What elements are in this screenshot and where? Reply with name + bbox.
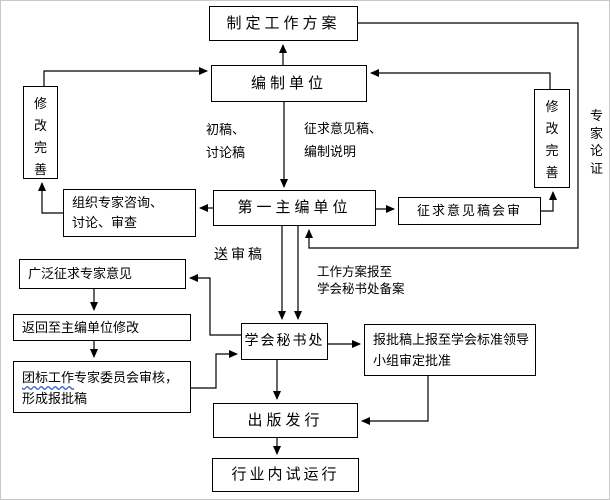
box-make-work-plan: 制定工作方案	[209, 6, 358, 41]
label-workplan-filing: 工作方案报至 学会秘书处备案	[317, 265, 405, 296]
box-industry-trial-run: 行业内试运行	[212, 458, 359, 492]
box-publish-issue: 出版发行	[213, 403, 358, 438]
box-society-secretariat: 学会秘书处	[241, 323, 328, 360]
edge-plan-to-chief-expert-review	[305, 22, 579, 249]
box-revise-improve-left-label: 修改完善	[33, 96, 47, 177]
label-expert-review: 专家论证	[590, 108, 604, 176]
box-organize-expert-consult: 组织专家咨询、 讨论、审查	[63, 189, 196, 237]
box-revise-improve-right-label: 修改完善	[545, 99, 559, 180]
box-committee-audit: 团标工作专家委员会审核，形成报批稿	[13, 361, 191, 413]
committee-wavy-text: 团标工作	[22, 370, 75, 385]
label-first-draft: 初稿、 讨论稿	[206, 122, 246, 160]
edge-consult-to-revise-left	[38, 182, 63, 214]
box-revise-improve-left: 修改完善	[23, 86, 58, 179]
committee-rest-text: 专家委员会审核，形成报批稿	[22, 370, 179, 406]
edge-revise-left-to-compile	[43, 67, 208, 86]
box-revise-improve-right: 修改完善	[534, 89, 570, 188]
box-first-chief-editor-unit: 第一主编单位	[213, 190, 376, 226]
edge-approval-to-publish	[361, 376, 429, 425]
box-report-for-approval: 报批稿上报至学会标准领导 小组审定批准	[364, 324, 536, 376]
edge-secretariat-to-solicit	[189, 274, 241, 336]
box-opinion-draft-review: 征求意见稿会审	[398, 197, 541, 225]
edge-revise-right-to-compile	[370, 69, 551, 89]
edge-committee-to-secretariat	[191, 350, 238, 389]
box-solicit-expert-opinions: 广泛征求专家意见	[19, 259, 186, 289]
box-compiling-unit: 编制单位	[211, 65, 367, 102]
edge-review-to-revise-right	[541, 191, 557, 212]
box-return-to-chief-editor: 返回至主编单位修改	[13, 314, 191, 341]
label-submit-draft: 送审稿	[214, 248, 265, 263]
label-opinion-draft: 征求意见稿、 编制说明	[304, 121, 383, 159]
